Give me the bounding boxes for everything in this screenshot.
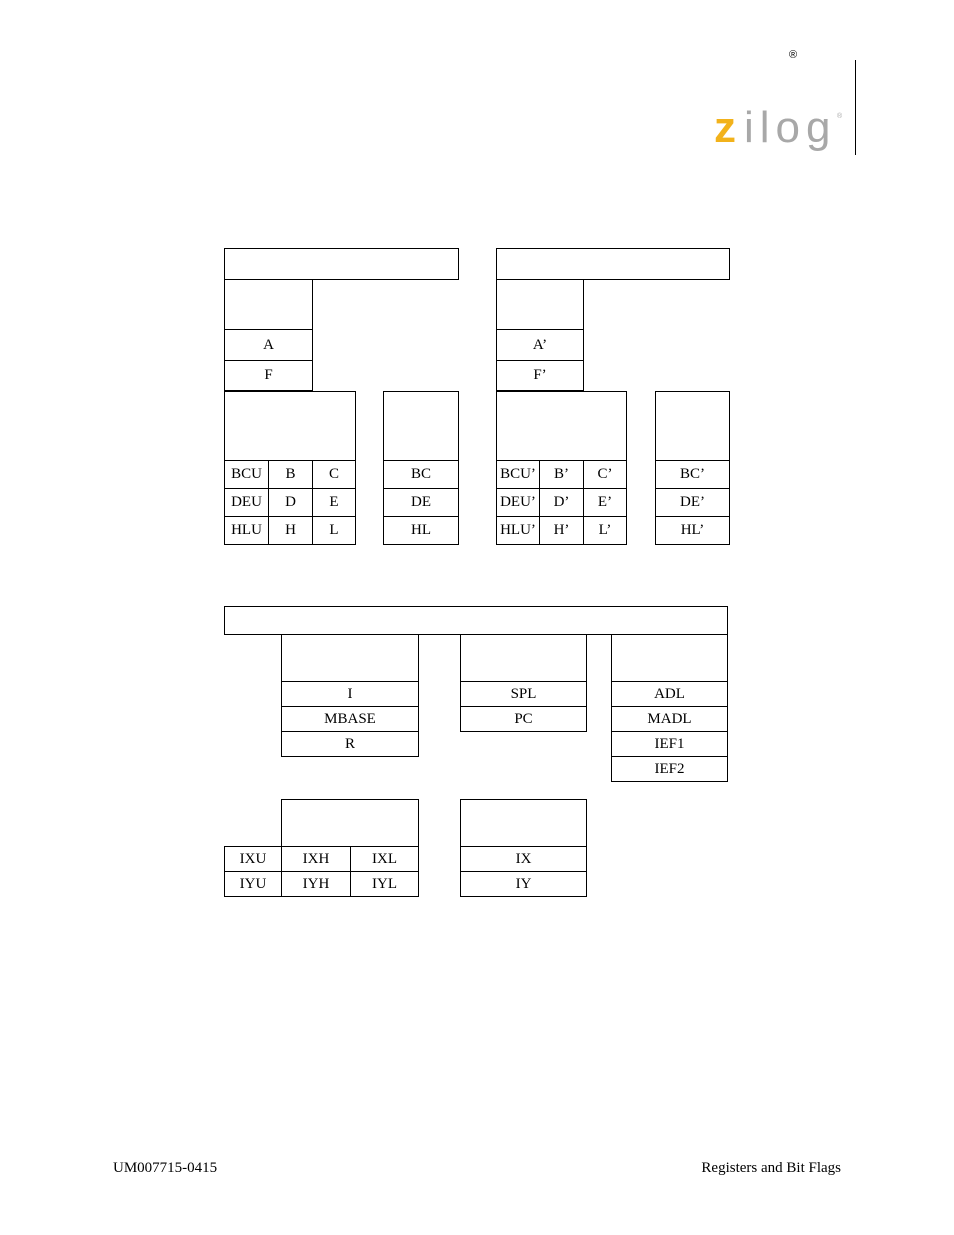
register-ixu: IXU <box>224 846 282 872</box>
header-divider <box>855 60 856 155</box>
register-d-prime: D’ <box>539 488 584 517</box>
register-iy: IY <box>460 871 587 897</box>
main-register-set-title-box <box>224 248 459 280</box>
alternate-register-set-title-box <box>496 248 730 280</box>
register-d: D <box>268 488 313 517</box>
register-bcu: BCU <box>224 460 269 489</box>
svg-text:®: ® <box>837 112 843 120</box>
register-iyu: IYU <box>224 871 282 897</box>
register-f: F <box>224 360 313 391</box>
register-bc-prime: BC’ <box>655 460 730 489</box>
special-group1-header-box <box>281 634 419 682</box>
register-bcu-prime: BCU’ <box>496 460 540 489</box>
registered-trademark-mark: ® <box>789 49 798 61</box>
register-hl-prime: HL’ <box>655 516 730 545</box>
special-group3-header-box <box>611 634 728 682</box>
alt-pairs-header-box <box>655 391 730 461</box>
main-pairs-header-box <box>383 391 459 461</box>
register-iyl: IYL <box>350 871 419 897</box>
special-group2-header-box <box>460 634 587 682</box>
register-f-prime: F’ <box>496 360 584 391</box>
register-de-prime: DE’ <box>655 488 730 517</box>
register-e-prime: E’ <box>583 488 627 517</box>
special-registers-title-box <box>224 606 728 635</box>
register-ief1: IEF1 <box>611 731 728 757</box>
register-mbase: MBASE <box>281 706 419 732</box>
register-hl: HL <box>383 516 459 545</box>
register-l: L <box>312 516 356 545</box>
index-8bit-header-box <box>281 799 419 847</box>
register-hlu: HLU <box>224 516 269 545</box>
register-h-prime: H’ <box>539 516 584 545</box>
main-8bit-header-box <box>224 391 356 461</box>
register-i: I <box>281 681 419 707</box>
register-de: DE <box>383 488 459 517</box>
register-e: E <box>312 488 356 517</box>
register-b-prime: B’ <box>539 460 584 489</box>
register-bc: BC <box>383 460 459 489</box>
register-a-prime: A’ <box>496 329 584 361</box>
register-h: H <box>268 516 313 545</box>
register-c: C <box>312 460 356 489</box>
document-number: UM007715-0415 <box>113 1160 218 1176</box>
register-l-prime: L’ <box>583 516 627 545</box>
register-deu: DEU <box>224 488 269 517</box>
register-pc: PC <box>460 706 587 732</box>
section-title: Registers and Bit Flags <box>701 1160 841 1176</box>
alt-acc-header-box <box>496 279 584 330</box>
register-adl: ADL <box>611 681 728 707</box>
svg-text:ilog: ilog <box>744 104 837 152</box>
register-c-prime: C’ <box>583 460 627 489</box>
register-iyh: IYH <box>281 871 351 897</box>
register-ix: IX <box>460 846 587 872</box>
index-pairs-header-box <box>460 799 587 847</box>
register-ixl: IXL <box>350 846 419 872</box>
register-b: B <box>268 460 313 489</box>
register-a: A <box>224 329 313 361</box>
register-r: R <box>281 731 419 757</box>
register-madl: MADL <box>611 706 728 732</box>
register-spl: SPL <box>460 681 587 707</box>
register-hlu-prime: HLU’ <box>496 516 540 545</box>
alt-8bit-header-box <box>496 391 627 461</box>
zilog-logo: z ilog ® <box>714 103 846 156</box>
svg-text:z: z <box>714 104 736 152</box>
register-ixh: IXH <box>281 846 351 872</box>
register-deu-prime: DEU’ <box>496 488 540 517</box>
register-ief2: IEF2 <box>611 756 728 782</box>
main-acc-header-box <box>224 279 313 330</box>
